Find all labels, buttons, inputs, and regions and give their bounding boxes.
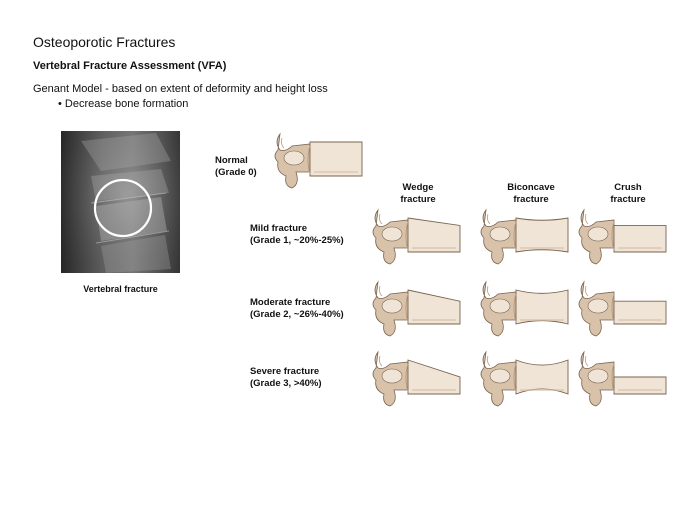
vertebra-crush-grade-1	[574, 204, 670, 268]
vertebra-crush-grade-3	[574, 346, 670, 410]
vertebra-biconcave-grade-1	[476, 204, 572, 268]
vertebra-wedge-grade-1	[368, 204, 464, 268]
normal-label: Normal (Grade 0)	[215, 155, 257, 178]
vertebra-normal	[270, 128, 366, 192]
highlight-circle	[93, 178, 153, 238]
page-title: Osteoporotic Fractures	[33, 34, 176, 50]
vertebra-wedge-grade-3	[368, 346, 464, 410]
page-subtitle: Vertebral Fracture Assessment (VFA)	[33, 60, 227, 72]
vertebra-biconcave-grade-3	[476, 346, 572, 410]
vertebra-wedge-grade-2	[368, 276, 464, 340]
row-label-moderate: Moderate fracture(Grade 2, ~26%-40%)	[250, 297, 344, 320]
bullet-point: • Decrease bone formation	[58, 98, 189, 110]
xray-caption: Vertebral fracture	[83, 284, 158, 294]
vertebra-biconcave-grade-2	[476, 276, 572, 340]
genant-description: Genant Model - based on extent of deform…	[33, 83, 328, 95]
xray-image	[61, 131, 180, 273]
vertebra-crush-grade-2	[574, 276, 670, 340]
row-label-severe: Severe fracture(Grade 3, >40%)	[250, 366, 322, 389]
row-label-mild: Mild fracture(Grade 1, ~20%-25%)	[250, 223, 344, 246]
